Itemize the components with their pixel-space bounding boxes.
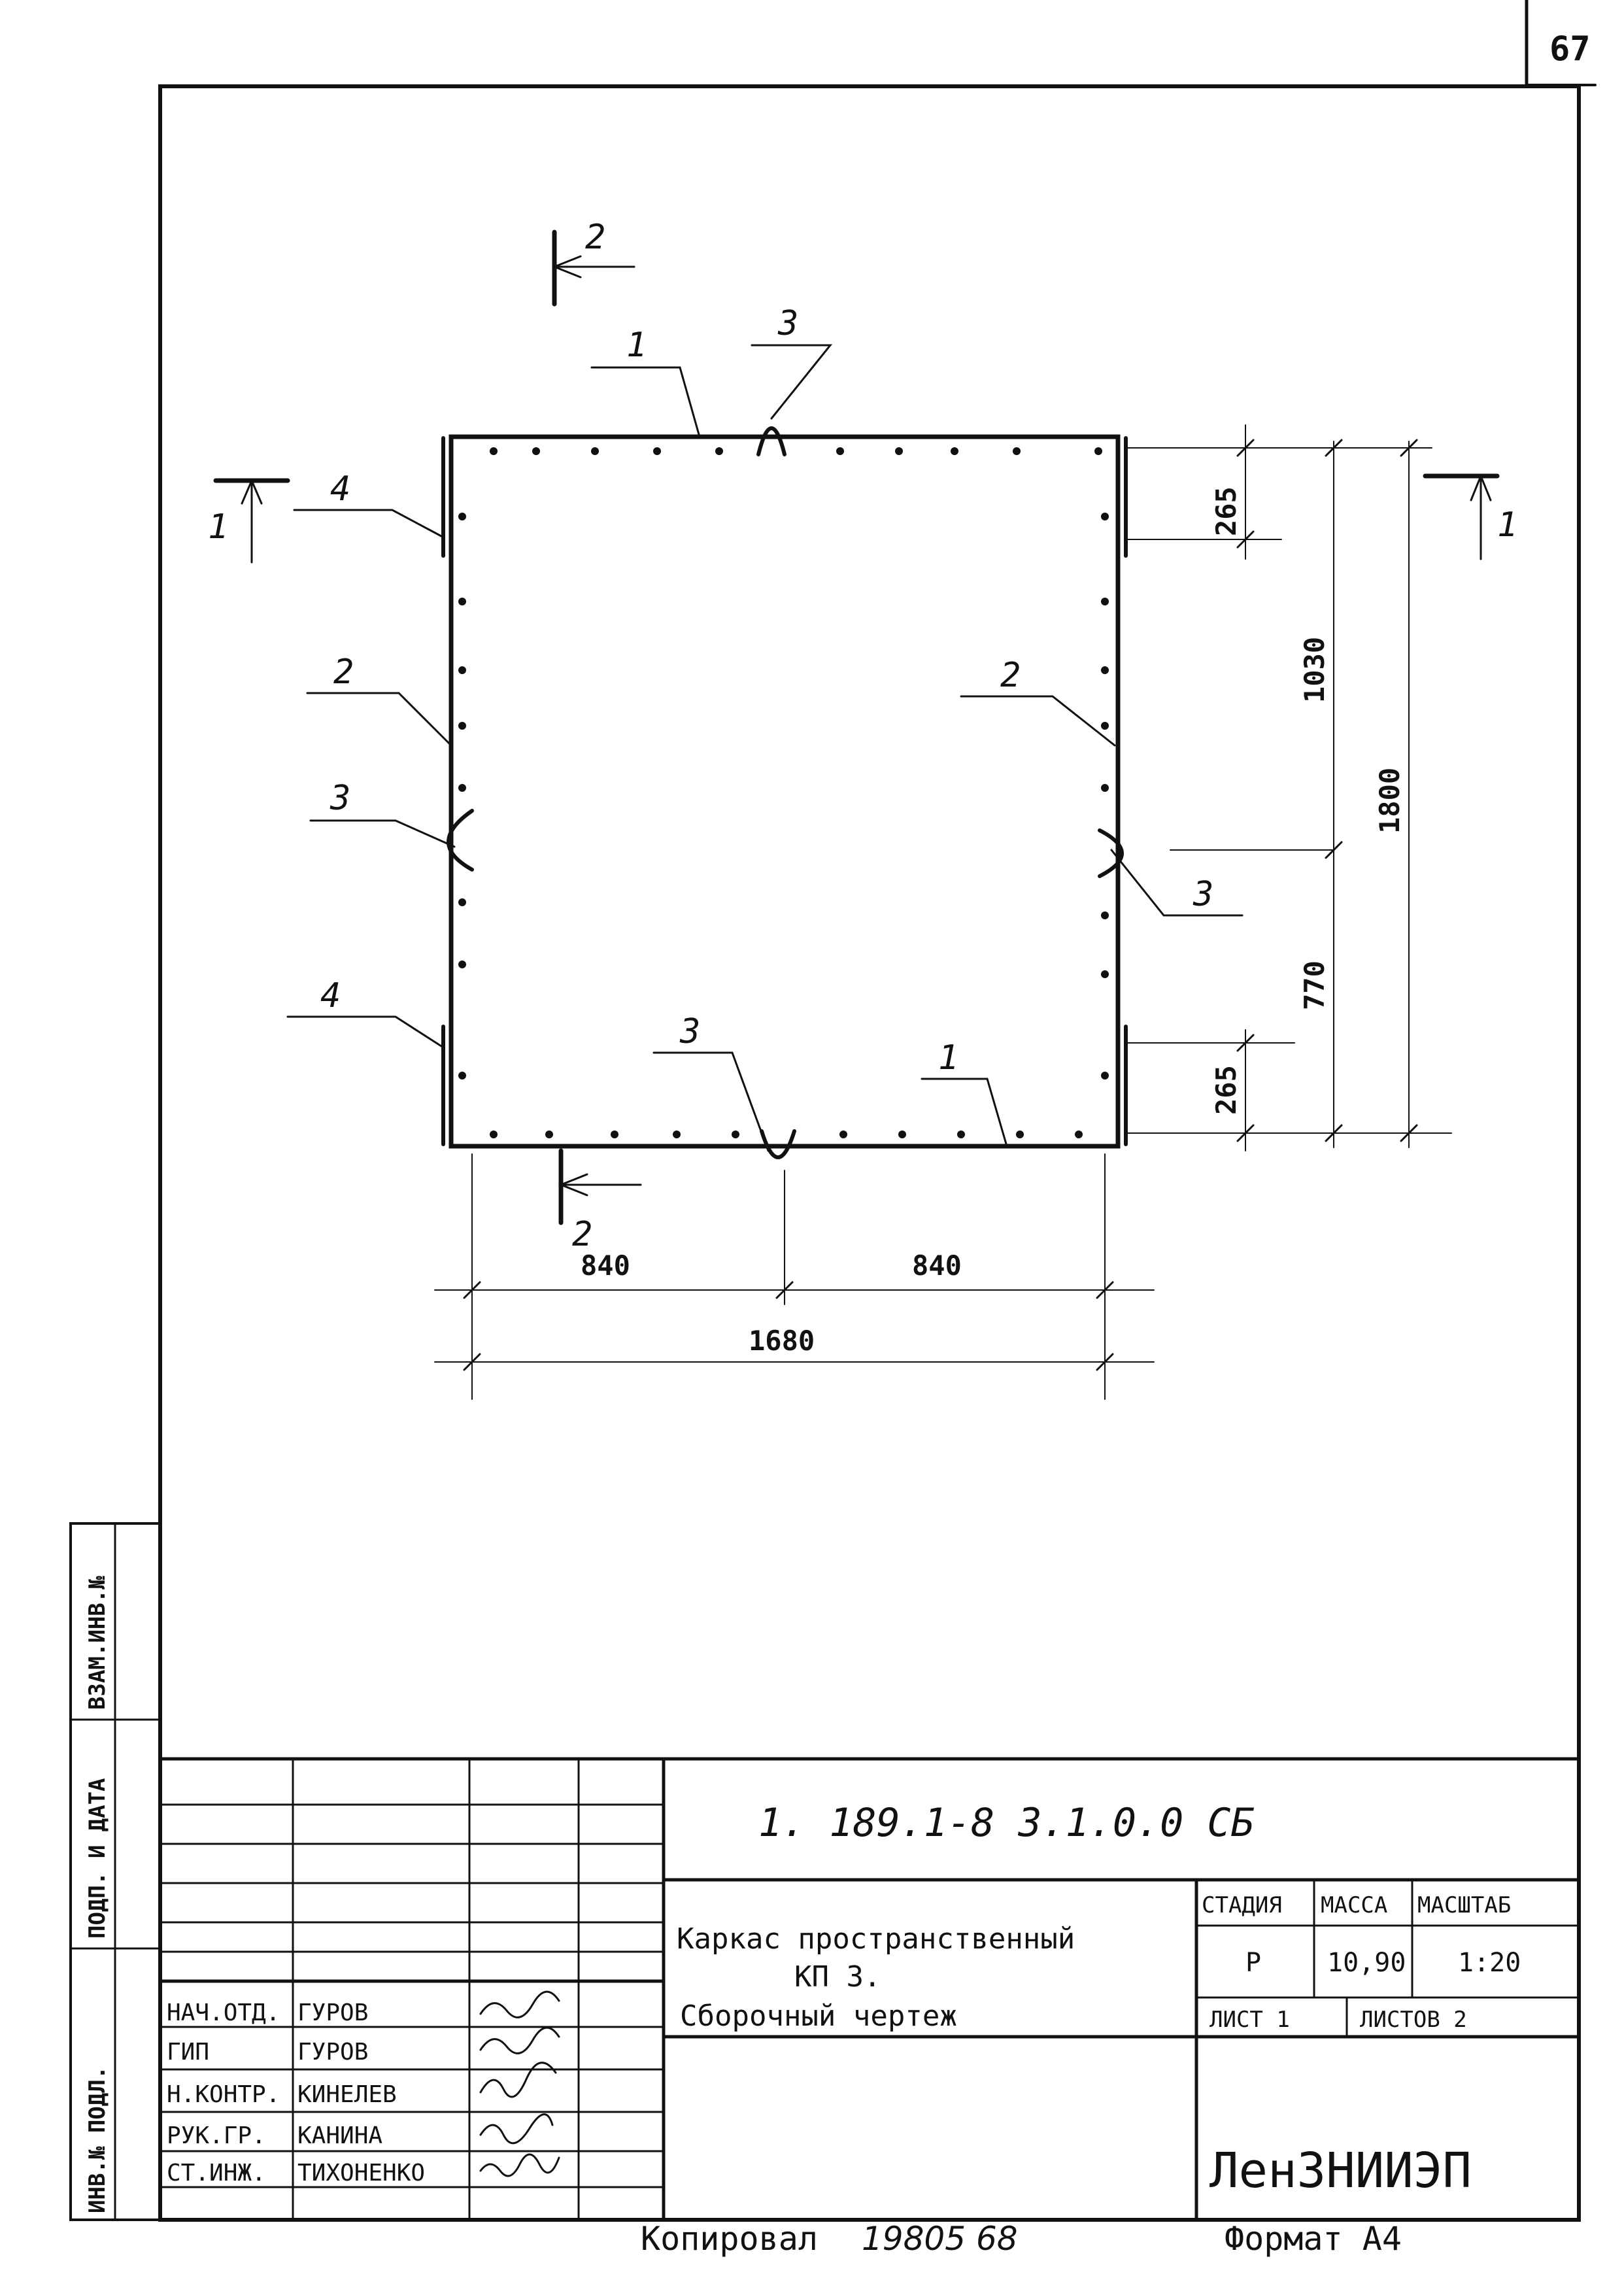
dim-bottom-offset: 265 [1210, 1065, 1242, 1115]
format-label: Формат А4 [1225, 2220, 1402, 2258]
sheet-number: 67 [1549, 29, 1591, 69]
rebar-dots [458, 447, 1109, 1138]
signature-role: НАЧ.ОТД. [167, 1999, 280, 2026]
section-mark-2-arrowhead [558, 1173, 588, 1197]
side-stamp-signature-date: ПОДП. И ДАТА [84, 1778, 110, 1939]
side-stamp-original-inventory: ИНВ.№ ПОДЛ. [84, 2066, 110, 2213]
leader-loop-left [309, 819, 456, 848]
sheet-frame [158, 84, 1581, 2222]
callout-loop-top: 3 [777, 304, 798, 343]
signature-scribble [479, 2026, 560, 2054]
dim-upper-height: 1030 [1298, 637, 1330, 703]
mass-label: МАССА [1321, 1892, 1387, 1918]
leader-loop-bottom [652, 1051, 770, 1152]
dim-total-height: 1800 [1374, 768, 1406, 834]
scale-label: МАСШТАБ [1417, 1892, 1511, 1918]
section-label-2-top: 2 [585, 218, 605, 257]
signature-scribble [479, 2062, 557, 2098]
scale-value: 1:20 [1458, 1948, 1521, 1978]
section-mark-1-arrowhead [241, 478, 263, 505]
signature-scribble [479, 1990, 560, 2018]
callout-side-left: 2 [333, 653, 354, 692]
signature-role: РУК.ГР. [167, 2122, 266, 2149]
lifting-loop-right [1098, 828, 1124, 878]
callout-frame-bottom: 1 [938, 1038, 958, 1078]
section-mark-2-arrowhead [551, 255, 582, 279]
lifting-loop-top [756, 426, 787, 456]
stage-label: СТАДИЯ [1202, 1892, 1282, 1918]
frame-outline [448, 434, 1121, 1149]
callout-loop-right: 3 [1193, 875, 1213, 914]
leader-side-right [960, 695, 1116, 747]
dimension-ticks [463, 1281, 1114, 1371]
copy-number: 19805 68 [862, 2220, 1018, 2258]
dim-lower-height: 770 [1298, 960, 1330, 1010]
leader-plate-top [293, 509, 443, 537]
signature-name: КАНИНА [297, 2122, 382, 2149]
title-line-3: Сборочный чертеж [680, 1999, 957, 2033]
leader-frame-top [590, 366, 701, 438]
drawing-designation: 1. 189.1-8 3.1.0.0 СБ [758, 1800, 1255, 1846]
dim-top-offset: 265 [1210, 486, 1242, 536]
section-mark-1-arrowhead [1470, 473, 1492, 502]
signature-name: ГУРОВ [297, 1999, 368, 2026]
callout-plate-bottom: 4 [320, 976, 341, 1015]
sheets-label: ЛИСТОВ 2 [1360, 2007, 1467, 2033]
copied-by-label: Копировал [641, 2220, 818, 2258]
leader-plate-bottom [286, 1015, 443, 1047]
signature-name: ТИХОНЕНКО [297, 2160, 425, 2186]
title-block-grid [158, 1757, 1581, 2222]
title-line-1: Каркас пространственный [677, 1922, 1075, 1956]
side-stamp-replacement-inventory: ВЗАМ.ИНВ.№ [84, 1576, 110, 1710]
leader-loop-top [751, 344, 833, 420]
callout-loop-bottom: 3 [679, 1012, 700, 1051]
stage-value: Р [1245, 1948, 1261, 1978]
signature-scribbles [479, 1990, 560, 2177]
callout-frame-top: 1 [626, 326, 647, 365]
title-block-grid [159, 1758, 1580, 2221]
organization-name: ЛенЗНИИЭП [1210, 2143, 1472, 2199]
title-line-2: КП 3. [794, 1960, 881, 1994]
signature-role: СТ.ИНЖ. [167, 2160, 266, 2186]
leader-frame-bottom [921, 1078, 1008, 1148]
signature-role: Н.КОНТР. [167, 2081, 280, 2108]
section-label-1-right: 1 [1497, 505, 1517, 545]
callout-side-right: 2 [1000, 656, 1021, 695]
dimension-ticks [1236, 439, 1418, 1142]
signature-scribble [479, 2113, 554, 2145]
section-label-1-left: 1 [208, 507, 228, 547]
dim-right-half-width: 840 [912, 1250, 962, 1282]
signature-scribble [479, 2153, 560, 2177]
sheet-label: ЛИСТ 1 [1210, 2007, 1290, 2033]
mass-value: 10,90 [1327, 1948, 1406, 1978]
leader-loop-right [1110, 849, 1243, 917]
signature-role: ГИП [167, 2039, 209, 2066]
dim-left-half-width: 840 [581, 1250, 630, 1282]
signature-name: ГУРОВ [297, 2039, 368, 2066]
dim-total-width: 1680 [749, 1325, 815, 1357]
leader-side-left [306, 692, 452, 747]
callout-loop-left: 3 [330, 779, 350, 818]
section-label-2-bottom: 2 [572, 1215, 592, 1254]
signature-name: КИНЕЛЕВ [297, 2081, 397, 2108]
lifting-loop-left [447, 809, 474, 872]
callout-plate-top: 4 [330, 469, 350, 509]
